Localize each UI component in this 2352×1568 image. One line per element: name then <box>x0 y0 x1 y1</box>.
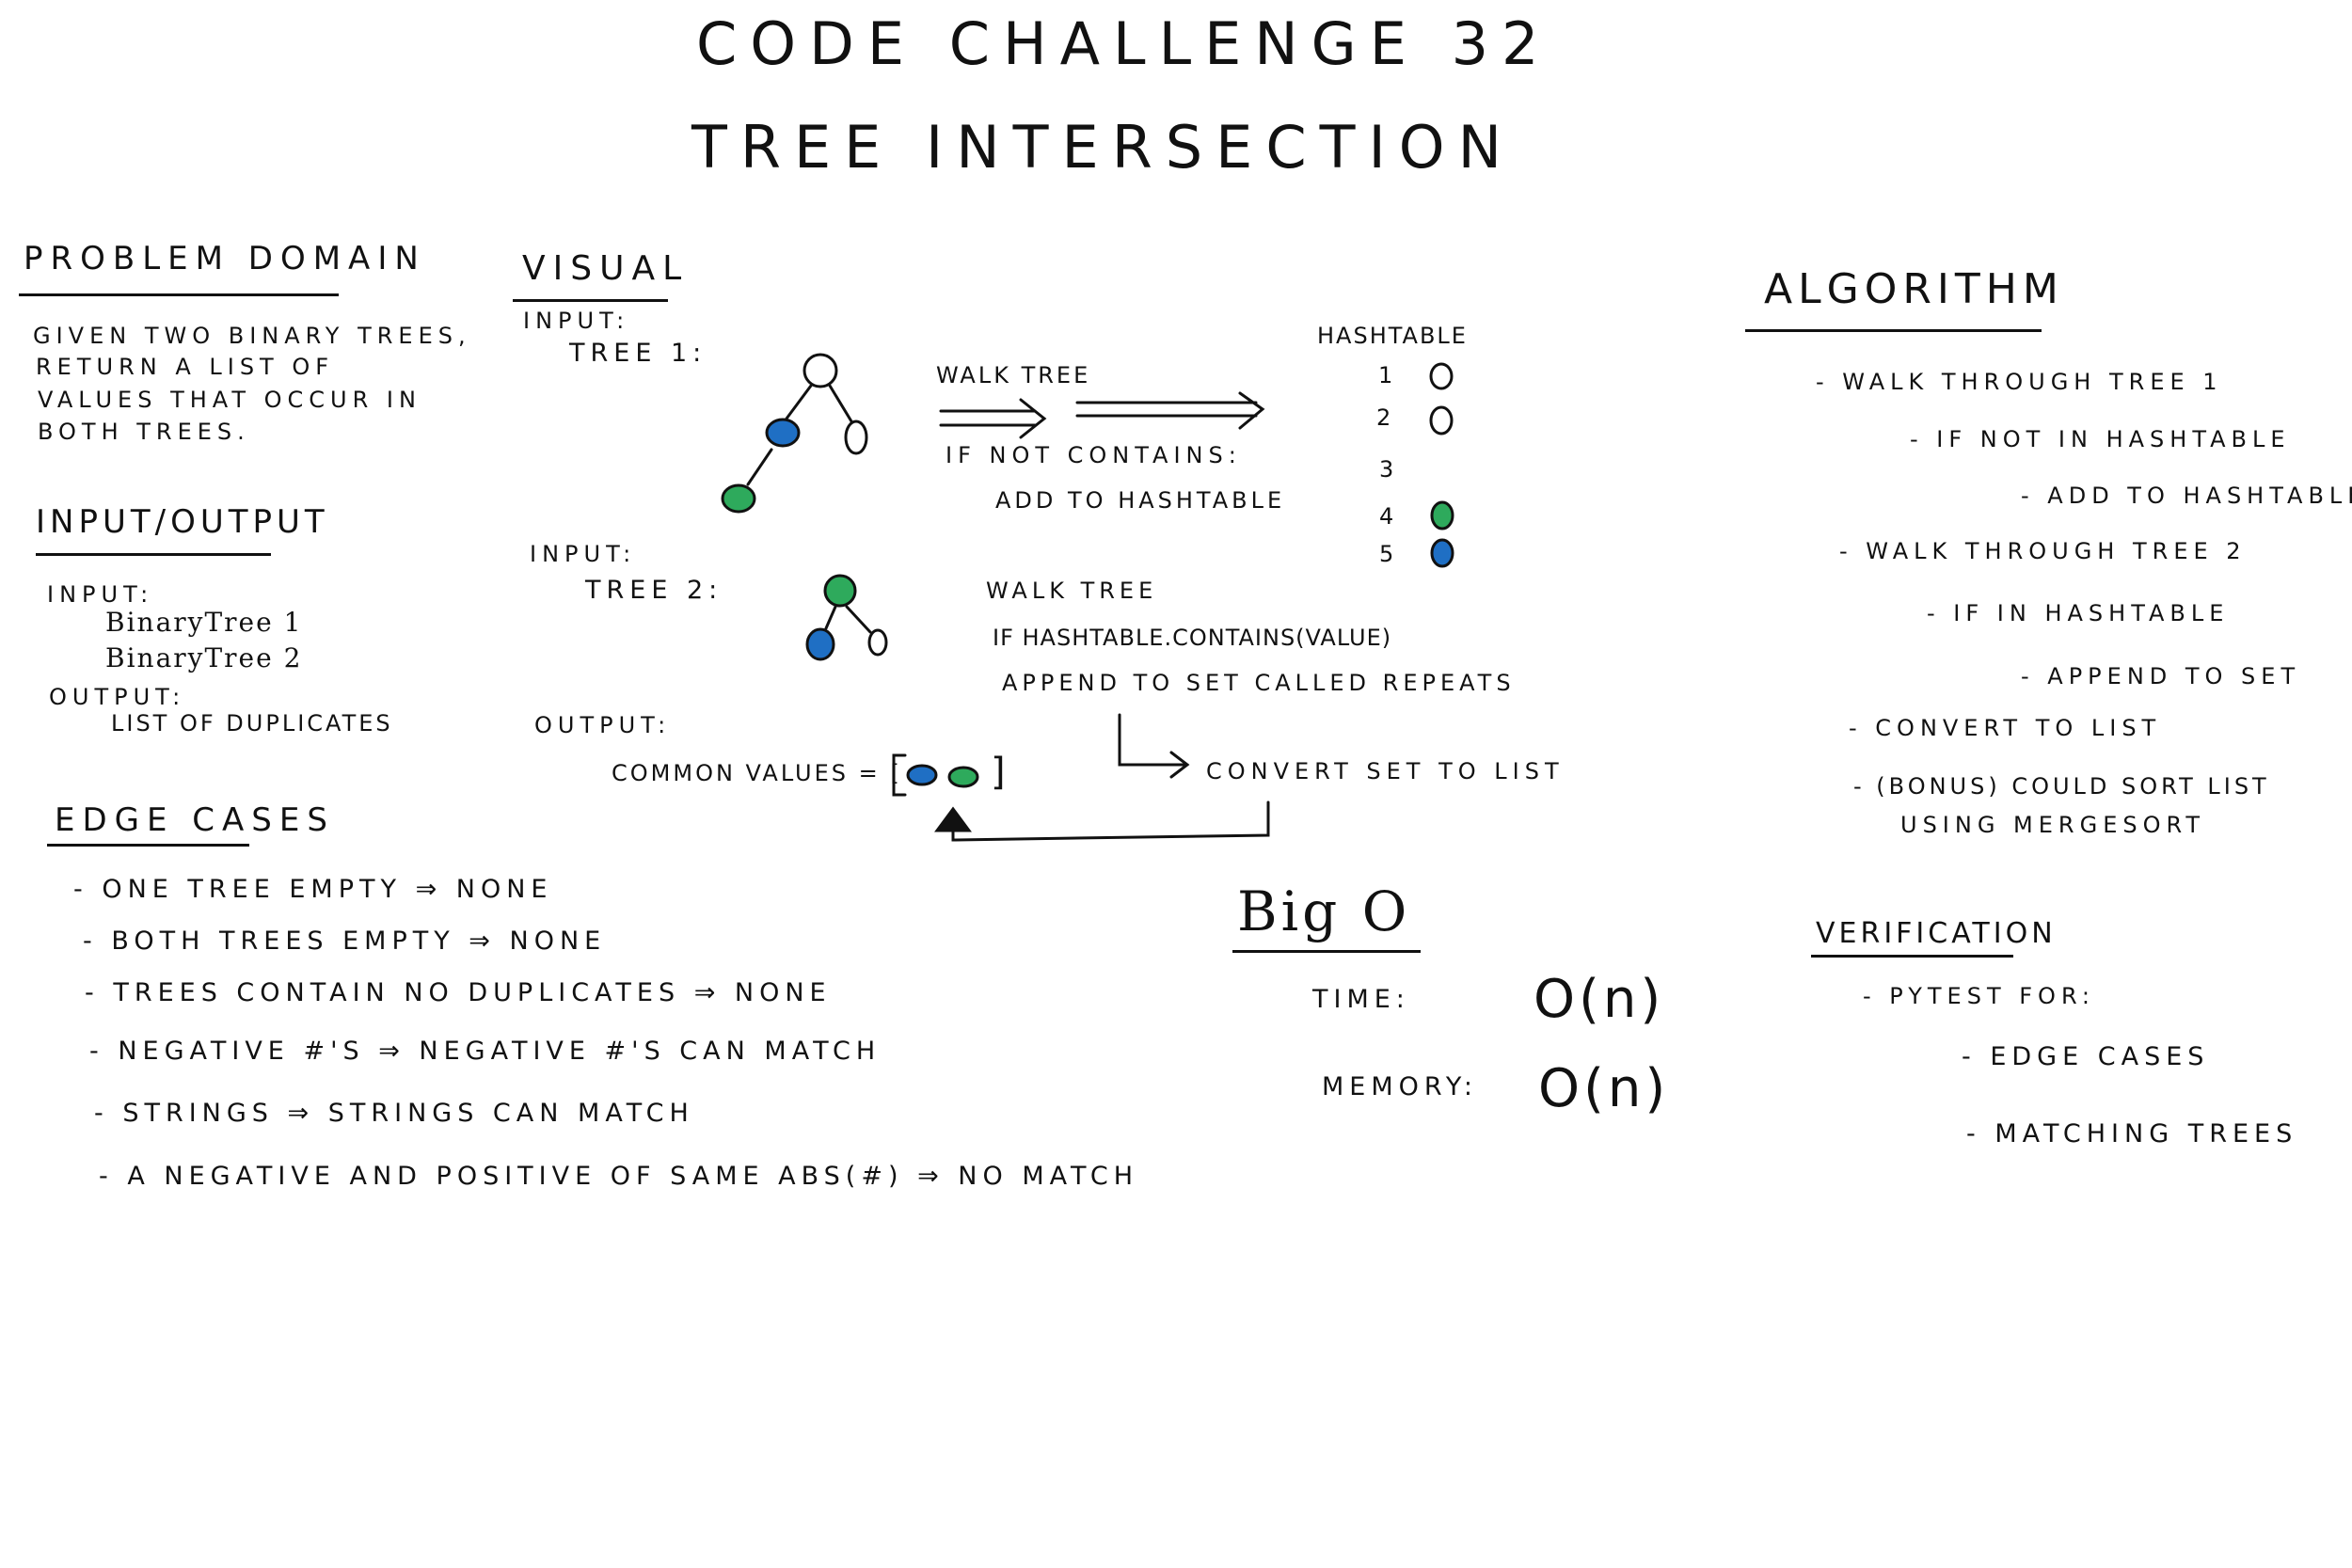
tree2-right-node <box>867 628 888 657</box>
big-o-time-label: TIME: <box>1312 985 1410 1014</box>
walk-arrow-1 <box>939 398 1047 439</box>
io-input-2: BinaryTree 2 <box>105 642 303 673</box>
edge-case-3: - TREES CONTAIN NO DUPLICATES ⇒ NONE <box>85 978 832 1007</box>
edge-case-1: - ONE TREE EMPTY ⇒ NONE <box>73 875 553 904</box>
verification-item-1: - PYTEST FOR: <box>1863 983 2095 1009</box>
hashtable-marker-1 <box>1429 362 1454 390</box>
visual-common-values: COMMON VALUES = [ <box>612 760 902 786</box>
algorithm-heading: ALGORITHM <box>1764 265 2064 313</box>
visual-output-label: OUTPUT: <box>534 712 672 738</box>
visual-walk-tree-1: WALK TREE <box>936 362 1091 388</box>
big-o-time-value: O(n) <box>1534 969 1665 1030</box>
edge-case-6: - A NEGATIVE AND POSITIVE OF SAME ABS(#)… <box>99 1162 1139 1191</box>
algorithm-step-3: - ADD TO HASHTABLE <box>2021 483 2352 509</box>
problem-domain-line-3: VALUES THAT OCCUR IN <box>38 387 421 413</box>
common-values-bracket-open <box>892 753 907 797</box>
tree2-root-node <box>823 574 857 608</box>
edge-case-4: - NEGATIVE #'S ⇒ NEGATIVE #'S CAN MATCH <box>89 1037 882 1066</box>
visual-bracket-close: ] <box>991 751 1011 794</box>
visual-input1-label: INPUT: <box>523 308 630 334</box>
tree1-edge-root-right <box>828 384 853 423</box>
walk-arrow-2 <box>1075 391 1265 430</box>
common-value-green <box>947 766 979 788</box>
verification-underline <box>1811 955 2013 958</box>
edge-case-5: - STRINGS ⇒ STRINGS CAN MATCH <box>94 1099 694 1128</box>
hashtable-row-3: 3 <box>1379 456 1400 483</box>
hashtable-row-4: 4 <box>1379 503 1400 530</box>
hashtable-row-5: 5 <box>1379 541 1400 567</box>
big-o-heading: Big O <box>1237 879 1411 943</box>
tree1-right-node <box>844 420 868 455</box>
tree1-left-node <box>765 418 801 448</box>
algorithm-step-9: USING MERGESORT <box>1900 812 2206 838</box>
edge-cases-heading: EDGE CASES <box>55 801 335 839</box>
verification-item-2: - EDGE CASES <box>1962 1042 2210 1071</box>
visual-tree1-label: TREE 1: <box>569 339 707 368</box>
visual-input2-label: INPUT: <box>530 541 637 567</box>
convert-arrow <box>1118 713 1190 779</box>
algorithm-step-8: - (BONUS) COULD SORT LIST <box>1853 773 2270 800</box>
io-output-value: LIST OF DUPLICATES <box>111 710 393 736</box>
problem-domain-line-2: RETURN A LIST OF <box>36 354 335 380</box>
hashtable-row-2: 2 <box>1376 404 1397 431</box>
hashtable-marker-2 <box>1429 405 1454 436</box>
problem-domain-line-1: GIVEN TWO BINARY TREES, <box>33 323 471 349</box>
visual-if-hashtable-contains: IF HASHTABLE.CONTAINS(VALUE) <box>993 625 1392 651</box>
hashtable-row-1: 1 <box>1378 362 1399 388</box>
title-line-2: TREE INTERSECTION <box>691 113 1515 182</box>
hashtable-label: HASHTABLE <box>1317 323 1468 349</box>
io-output-label: OUTPUT: <box>49 684 186 710</box>
io-input-1: BinaryTree 1 <box>105 607 303 638</box>
big-o-memory-label: MEMORY: <box>1322 1072 1478 1101</box>
problem-domain-line-4: BOTH TREES. <box>38 419 250 445</box>
visual-tree2-label: TREE 2: <box>585 576 723 605</box>
visual-if-not-contains: IF NOT CONTAINS: <box>946 442 1242 468</box>
algorithm-step-1: - WALK THROUGH TREE 1 <box>1816 369 2223 395</box>
visual-add-to-hashtable: ADD TO HASHTABLE <box>995 487 1286 514</box>
feedback-arrowhead <box>934 806 972 832</box>
input-output-underline <box>36 553 271 556</box>
io-input-label: INPUT: <box>47 581 154 608</box>
tree1-edge-left-child <box>746 448 773 486</box>
tree1-root-node <box>803 353 838 388</box>
tree1-left-left-node <box>721 483 756 514</box>
feedback-arrow <box>951 800 1270 842</box>
tree2-edge-root-left <box>824 605 837 630</box>
algorithm-step-2: - IF NOT IN HASHTABLE <box>1910 426 2291 452</box>
algorithm-underline <box>1745 329 2042 332</box>
common-value-blue <box>906 764 938 786</box>
algorithm-step-5: - IF IN HASHTABLE <box>1927 600 2230 626</box>
edge-case-2: - BOTH TREES EMPTY ⇒ NONE <box>83 927 607 956</box>
hashtable-marker-5 <box>1430 538 1454 568</box>
tree2-edge-root-right <box>845 605 872 634</box>
title-line-1: CODE CHALLENGE 32 <box>696 9 1552 78</box>
hashtable-marker-4 <box>1430 500 1454 531</box>
visual-convert-set: CONVERT SET TO LIST <box>1206 758 1565 784</box>
edge-cases-underline <box>47 844 249 847</box>
input-output-heading: INPUT/OUTPUT <box>36 503 329 541</box>
big-o-underline <box>1232 950 1421 953</box>
problem-domain-heading: PROBLEM DOMAIN <box>24 240 426 277</box>
algorithm-step-7: - CONVERT TO LIST <box>1849 715 2162 741</box>
algorithm-step-4: - WALK THROUGH TREE 2 <box>1839 538 2247 564</box>
visual-underline <box>513 299 668 302</box>
visual-heading: VISUAL <box>522 249 690 288</box>
visual-append-to-set: APPEND TO SET CALLED REPEATS <box>1002 670 1516 696</box>
tree1-edge-root-left <box>785 384 813 420</box>
verification-heading: VERIFICATION <box>1816 917 2057 950</box>
verification-item-3: - MATCHING TREES <box>1966 1119 2298 1148</box>
tree2-left-node <box>805 627 835 661</box>
algorithm-step-6: - APPEND TO SET <box>2021 663 2301 689</box>
big-o-memory-value: O(n) <box>1538 1058 1670 1119</box>
visual-walk-tree-2: WALK TREE <box>986 578 1158 604</box>
problem-domain-underline <box>19 293 339 296</box>
